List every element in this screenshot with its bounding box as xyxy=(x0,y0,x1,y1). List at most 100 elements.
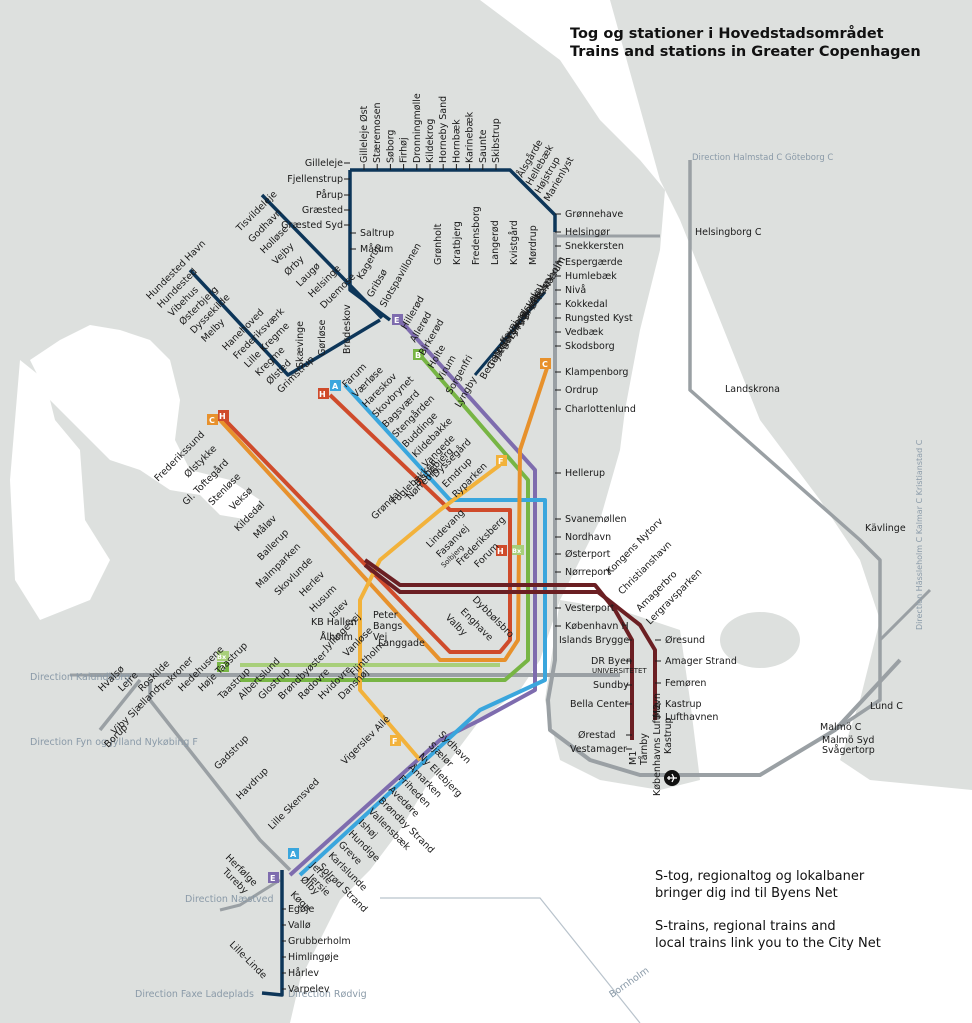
dir-rodvig: Direction Rødvig xyxy=(288,989,367,1000)
station-label: Tårnby xyxy=(639,733,650,766)
station-label: Skibstrup xyxy=(491,118,502,163)
isefjord xyxy=(10,360,110,620)
station-label: Gilleleje Øst xyxy=(359,105,370,163)
svg-text:B: B xyxy=(415,351,421,360)
station-label: Hellerup xyxy=(565,468,605,479)
svg-text:B: B xyxy=(220,663,226,672)
dir-hassleholm: Direction Hässleholm C Kalmar C Kristian… xyxy=(915,439,924,630)
dir-halmstad: Direction Halmstad C Göteborg C xyxy=(692,153,833,163)
station-label: Lufthavnen xyxy=(665,712,718,723)
station-label: Gørløse xyxy=(317,320,328,356)
station-label: Islands Brygge xyxy=(559,635,629,646)
svg-text:H: H xyxy=(319,390,326,399)
station-label: Langerød xyxy=(490,220,501,265)
station-label: Kvistgård xyxy=(509,220,520,265)
badge-bx: Bx xyxy=(217,651,229,661)
station-label: Vestamager xyxy=(570,744,627,755)
badge-f: F xyxy=(390,735,401,746)
badge-c: C xyxy=(540,358,551,369)
station-label: Sundby xyxy=(593,680,629,691)
station-label: Himlingøje xyxy=(288,952,339,963)
station-label: M1 xyxy=(628,751,639,765)
svg-text:A: A xyxy=(332,382,339,391)
station-label: Ørestad xyxy=(578,730,616,741)
svg-text:Bx: Bx xyxy=(217,653,227,661)
station-label: Firhøj xyxy=(399,137,410,163)
title-line2: Trains and stations in Greater Copenhage… xyxy=(570,44,921,60)
station-label: M2 xyxy=(652,704,663,718)
station-label: Skodsborg xyxy=(565,341,615,352)
badge-h: H xyxy=(318,388,329,399)
svg-text:F: F xyxy=(392,737,397,746)
station-label: Grønholt xyxy=(433,223,444,265)
station-label: Lund C xyxy=(870,701,903,712)
line-c xyxy=(218,364,550,662)
station-label: Vesterport xyxy=(565,603,615,614)
station-label: Ålholm xyxy=(320,631,353,643)
station-label: Malmö C xyxy=(820,722,862,733)
station-label: Karinebæk xyxy=(465,111,476,163)
station-label: Fjellenstrup xyxy=(287,174,343,185)
station-label: Langgade xyxy=(378,638,425,649)
badge-a2: A xyxy=(288,848,299,859)
station-label: Vej xyxy=(373,632,387,643)
station-label: Øresund xyxy=(665,635,705,646)
svg-text:E: E xyxy=(394,316,399,325)
metro-m2 xyxy=(363,563,657,720)
station-label: Mårum xyxy=(360,244,393,255)
station-label: Snekkersten xyxy=(565,241,624,252)
tisvilde-line xyxy=(260,193,384,320)
naerum-line xyxy=(473,291,547,376)
badge-b: B xyxy=(413,349,424,360)
station-label: Stæremosen xyxy=(372,102,383,163)
hundested-line xyxy=(188,268,381,377)
title-line1: Tog og stationer i Hovedstadsområdet xyxy=(570,25,884,42)
fyn-branch xyxy=(98,678,142,732)
station-label: Nivå xyxy=(565,285,586,296)
station-label: Gilleleje xyxy=(305,158,343,169)
dir-fyn: Direction Fyn og Jylland Nykøbing F xyxy=(30,737,198,748)
station-label: Vedbæk xyxy=(565,327,604,338)
badge-h3: H xyxy=(496,545,507,556)
svg-text:E: E xyxy=(270,874,275,883)
line-e xyxy=(288,318,537,877)
station-label: Ordrup xyxy=(565,385,598,396)
station-label: Fredensborg xyxy=(471,206,482,265)
dir-naestved: Direction Næstved xyxy=(185,894,274,905)
naestved-line xyxy=(219,878,281,912)
station-label: Kratbjerg xyxy=(452,221,463,265)
station-label: DR Byen xyxy=(591,656,632,667)
station-label: Græsted Syd xyxy=(281,220,343,231)
station-label: Mørdrup xyxy=(528,225,539,265)
svg-text:H: H xyxy=(219,412,226,421)
station-label: Kävlinge xyxy=(865,523,906,534)
badge-e2: E xyxy=(268,872,279,883)
station-label: Kastrup xyxy=(665,699,702,710)
station-label: Landskrona xyxy=(725,384,780,395)
south-regional-line xyxy=(148,680,292,872)
svg-text:H: H xyxy=(497,547,504,556)
line-f xyxy=(358,463,502,762)
dir-faxe: Direction Faxe Ladeplads xyxy=(135,989,254,1000)
tagline-da2: bringer dig ind til Byens Net xyxy=(655,886,838,901)
station-label: Kokkedal xyxy=(565,299,608,310)
station-label: Kastrup xyxy=(663,717,674,754)
station-label: Femøren xyxy=(665,678,706,689)
station-label: Grønnehave xyxy=(565,209,623,220)
station-label: Varpelev xyxy=(288,984,330,995)
station-label: Helsingør xyxy=(565,227,610,238)
tagline-da1: S-tog, regionaltog og lokalbaner xyxy=(655,869,865,884)
station-label: Saltrup xyxy=(360,228,394,239)
station-label: København H xyxy=(565,621,629,632)
coast-station-labels: GrønnehaveHelsingørSnekkerstenEspergærde… xyxy=(555,209,636,632)
station-label: Malmö Syd xyxy=(822,735,874,746)
station-label: Rungsted Kyst xyxy=(565,313,633,324)
svg-text:Bx: Bx xyxy=(512,547,522,555)
svg-text:C: C xyxy=(542,360,548,369)
station-label: Københavns Lufthavn xyxy=(652,693,663,796)
station-label: Egøje xyxy=(288,904,314,915)
station-label: Nørreport xyxy=(565,567,611,578)
saltholm xyxy=(720,612,800,668)
